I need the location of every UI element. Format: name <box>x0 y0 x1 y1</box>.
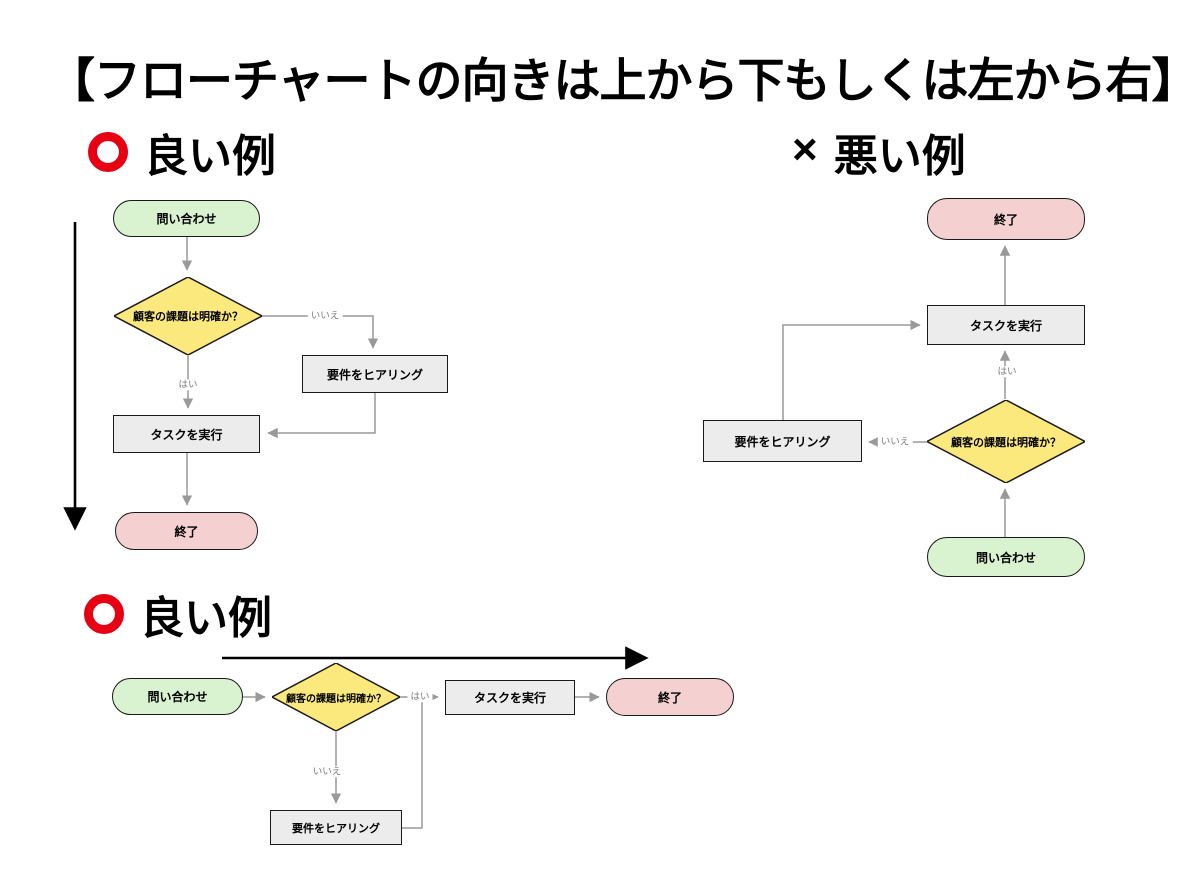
section-header-bad: × 悪い例 <box>792 120 966 184</box>
section-label-good-top: 良い例 <box>144 132 276 181</box>
end-node: 終了 <box>606 678 734 716</box>
edge-label-no: いいえ <box>309 766 345 778</box>
start-node: 問い合わせ <box>112 678 243 715</box>
edge-label-no: いいえ <box>877 436 913 448</box>
edge-label-yes: はい <box>994 366 1020 378</box>
section-header-good-top: 良い例 <box>88 120 276 184</box>
start-node: 問い合わせ <box>927 537 1085 577</box>
task-node: タスクを実行 <box>113 415 260 453</box>
bad-x-icon: × <box>792 125 818 174</box>
start-node: 問い合わせ <box>113 200 260 237</box>
task-node: タスクを実行 <box>927 305 1085 345</box>
decision-node: 顧客の課題は明確か？ <box>927 400 1085 483</box>
task-node: タスクを実行 <box>445 680 575 715</box>
decision-node: 顧客の課題は明確か？ <box>114 277 262 355</box>
edge-label-no: いいえ <box>307 310 343 322</box>
edge-hearing-merge <box>402 697 423 829</box>
section-header-good-bottom: 良い例 <box>84 582 272 646</box>
end-node: 終了 <box>115 512 258 550</box>
good-circle-icon <box>88 132 128 172</box>
section-label-good-bottom: 良い例 <box>140 594 272 643</box>
edge-label-yes: はい <box>175 379 201 391</box>
hearing-node: 要件をヒアリング <box>270 810 402 845</box>
edge-hearing-task <box>782 319 921 420</box>
decision-node: 顧客の課題は明確か？ <box>272 663 400 731</box>
hearing-node: 要件をヒアリング <box>703 420 862 462</box>
end-node: 終了 <box>927 198 1085 240</box>
edge-hearing-task <box>267 393 376 439</box>
decision-label: 顧客の課題は明確か？ <box>133 311 243 323</box>
decision-label: 顧客の課題は明確か？ <box>951 436 1061 449</box>
edge-label-yes: はい <box>407 691 433 703</box>
good-circle-icon <box>84 594 124 634</box>
edges-top-right-bad <box>782 245 1011 537</box>
section-label-bad: 悪い例 <box>833 132 966 181</box>
hearing-node: 要件をヒアリング <box>302 355 448 393</box>
decision-label: 顧客の課題は明確か？ <box>286 693 386 705</box>
page-title: 【フローチャートの向きは上から下もしくは左から右】 <box>48 54 1199 107</box>
